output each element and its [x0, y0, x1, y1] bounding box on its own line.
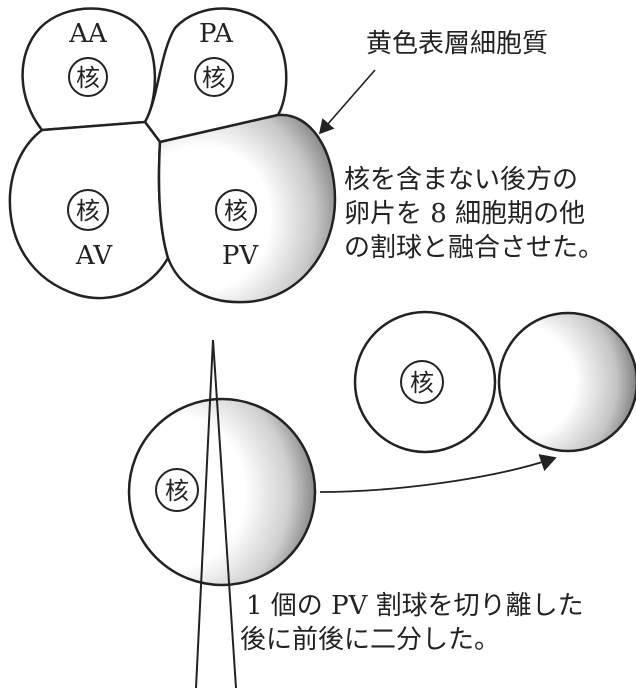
isolated-nucleus-text: 核 [165, 477, 189, 505]
cut-caption-line2: 後に前後に二分した。 [240, 625, 500, 655]
cell-label-aa: AA [68, 19, 108, 49]
blade-left-edge [195, 339, 214, 689]
fusion-caption-line1: 核を含まない後方の [344, 165, 578, 195]
transfer-arrow [319, 454, 557, 493]
fused-nucleus-text: 核 [410, 369, 434, 397]
isolated-nucleus [155, 468, 199, 512]
cell-label-pv: PV [222, 241, 259, 271]
blade-right-edge [212, 339, 237, 689]
isolated-pv-cell [127, 397, 317, 587]
fused-pair [353, 310, 636, 454]
fusion-caption-line2: 卵片を 8 細胞期の他 [344, 199, 585, 229]
cortex-pointer-arrow [318, 69, 376, 135]
cell-label-pa: PA [199, 19, 234, 49]
nucleus-pv [215, 189, 257, 231]
fused-anucleate-fragment [497, 311, 636, 453]
nucleus-text-pa: 核 [202, 64, 226, 92]
nucleus-text-aa: 核 [76, 64, 100, 92]
nucleus-pa [194, 57, 234, 97]
nucleus-text-pv: 核 [224, 197, 248, 225]
nucleus-av [67, 189, 109, 231]
cut-caption-line1: 1 個の PV 割球を切り離した [246, 591, 584, 621]
single-pv-cell [127, 397, 317, 587]
fusion-caption-line3: の割球と融合させた。 [344, 233, 604, 263]
cutting-blade [195, 339, 237, 689]
nucleus-text-av: 核 [76, 197, 100, 225]
fused-nucleus [400, 360, 444, 404]
nucleus-aa [68, 57, 108, 97]
cell-label-av: AV [75, 241, 113, 271]
eight-cell-embryo [8, 7, 337, 304]
yellow-cortex-label: 黄色表層細胞質 [366, 29, 548, 59]
